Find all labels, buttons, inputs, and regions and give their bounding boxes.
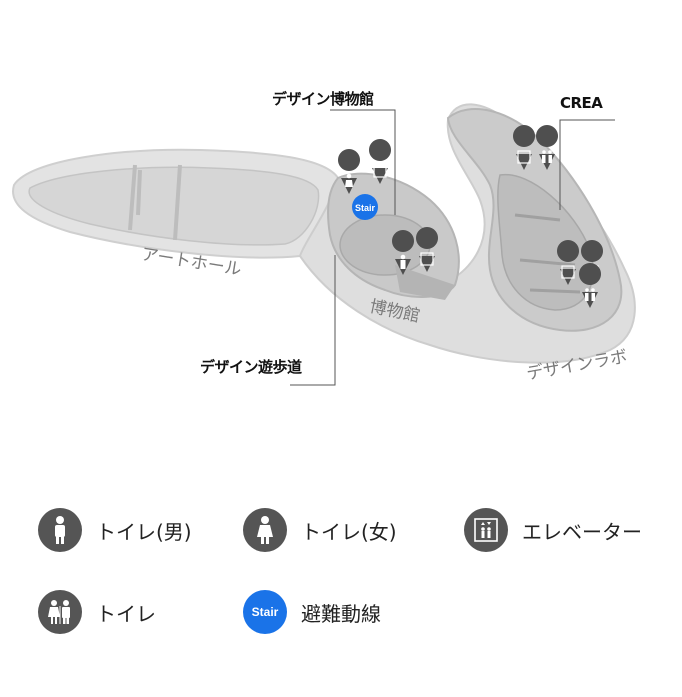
- legend-label-toilet-men: トイレ(男): [96, 519, 192, 544]
- callout-lines: [290, 109, 615, 386]
- toilet-women-icon: [243, 508, 287, 552]
- stair-marker-label: Stair: [355, 203, 376, 213]
- floor-map: アートホール 博物館 デザインラボ Stair: [12, 103, 636, 386]
- elevator-pin[interactable]: [369, 139, 392, 184]
- toilet-icon: [38, 590, 82, 634]
- legend-toilet-women: トイレ(女): [243, 508, 397, 552]
- legend-evacuation: Stair 避難動線: [243, 590, 381, 634]
- elevator-icon: [464, 508, 508, 552]
- stair-marker[interactable]: [352, 194, 378, 220]
- stair-badge-icon: Stair: [243, 590, 287, 634]
- toilet-women-pin[interactable]: [338, 149, 361, 194]
- elevator-pin-3[interactable]: [513, 125, 536, 170]
- stair-badge-label: Stair: [251, 605, 279, 619]
- toilet-men-icon: [38, 508, 82, 552]
- elevator-pin-2[interactable]: [416, 227, 439, 272]
- legend-elevator: エレベーター: [464, 508, 642, 552]
- legend: トイレ(男) トイレ(女) エレベーター トイレ Stair 避難動線: [0, 490, 682, 697]
- callout-design-museum: デザイン博物館: [272, 90, 374, 108]
- legend-toilet-men: トイレ(男): [38, 508, 192, 552]
- toilet-pin[interactable]: [536, 125, 559, 170]
- elevator-pin-4[interactable]: [557, 240, 580, 285]
- callout-design-walkway: デザイン遊歩道: [200, 358, 302, 376]
- callout-crea: CREA: [560, 94, 603, 112]
- legend-label-evacuation: 避難動線: [301, 601, 381, 626]
- toilet-pin-2[interactable]: [579, 263, 602, 308]
- legend-label-elevator: エレベーター: [522, 519, 642, 544]
- toilet-men-pin[interactable]: [392, 230, 415, 275]
- legend-label-toilet-women: トイレ(女): [301, 519, 397, 544]
- legend-toilet: トイレ: [38, 590, 156, 634]
- legend-label-toilet: トイレ: [96, 601, 156, 626]
